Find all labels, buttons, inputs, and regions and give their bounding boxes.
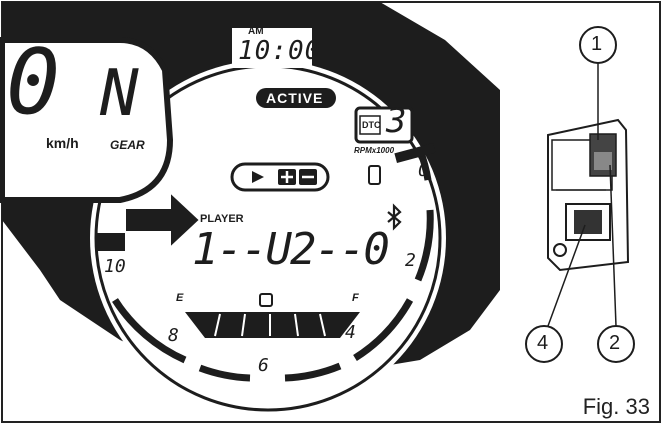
switch-panel xyxy=(547,118,630,272)
rpm-tick-8: 8 xyxy=(168,325,179,346)
figure-caption: Fig. 33 xyxy=(582,394,650,419)
rpm-arc-segment xyxy=(284,362,342,382)
active-badge-bg xyxy=(256,88,336,108)
phone-icon xyxy=(368,165,381,185)
rpm-tick-4: 4 xyxy=(345,322,356,343)
fuel-full-label: F xyxy=(352,292,359,304)
speed-digit: 0 xyxy=(6,30,61,135)
fuel-empty-label: E xyxy=(176,292,184,304)
fuel-gauge xyxy=(185,312,360,338)
status-badge: ACTIVE xyxy=(266,90,324,106)
rpm-arc-segment xyxy=(112,298,187,364)
dtc-label: DTC xyxy=(362,120,381,130)
rpm-tick-10: 10 xyxy=(104,256,126,277)
rpm-arc-segment xyxy=(353,298,414,361)
rpm-bar-left xyxy=(95,233,125,251)
rpm-arc-segment xyxy=(198,364,251,382)
rpm-bar xyxy=(394,142,436,164)
fuel-pump-icon xyxy=(259,293,273,307)
dtc-label-box xyxy=(359,115,381,135)
clock-period: AM xyxy=(248,26,264,37)
bluetooth-icon xyxy=(387,203,402,231)
play-icon xyxy=(252,171,264,183)
rpm-tick-0: 0 xyxy=(418,160,429,181)
leader-2 xyxy=(609,164,617,327)
rpm-arc-segment xyxy=(414,209,434,282)
callout-2-label: 2 xyxy=(609,332,621,354)
clock-box xyxy=(232,28,312,68)
clock-time: 10:00 xyxy=(238,36,322,66)
speed-window xyxy=(0,37,174,203)
player-value: 1--U2--0 xyxy=(192,224,390,275)
rpm-tick-6: 6 xyxy=(258,355,269,376)
rpm-tick-2: 2 xyxy=(405,250,416,271)
pointer-arrow xyxy=(124,189,202,251)
dtc-value: 3 xyxy=(386,101,407,141)
leader-4 xyxy=(547,224,586,327)
callout-4-circle xyxy=(525,325,563,363)
callout-4-label: 4 xyxy=(537,332,549,354)
rpm-label: RPMx1000 xyxy=(354,146,395,155)
callout-1-label: 1 xyxy=(591,33,603,55)
rpm-scale xyxy=(112,148,434,382)
speed-unit: km/h xyxy=(46,135,79,151)
gear-value: N xyxy=(100,57,139,131)
gauge-face xyxy=(90,60,446,416)
gear-label: GEAR xyxy=(110,138,145,152)
player-label: PLAYER xyxy=(200,213,244,225)
